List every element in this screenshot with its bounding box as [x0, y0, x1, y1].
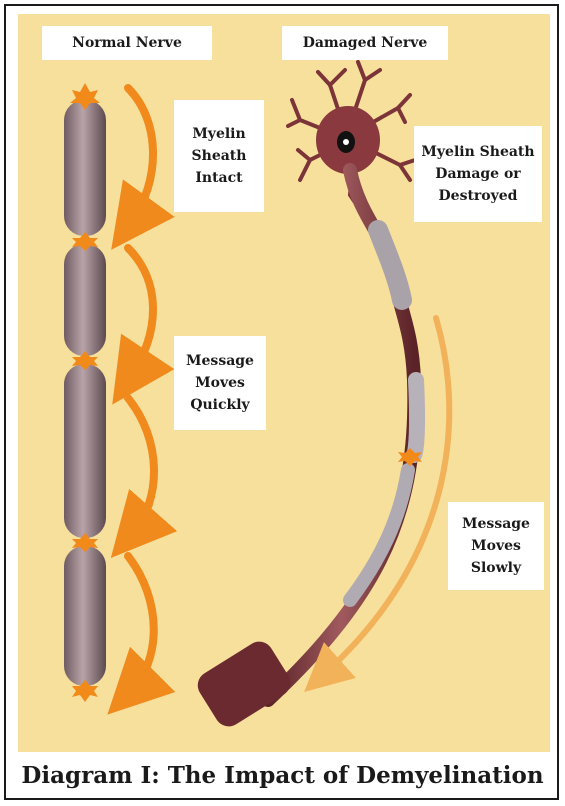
fast-signal-arrows	[128, 88, 154, 692]
myelin-damaged-label: Myelin Sheath Damage or Destroyed	[414, 126, 542, 222]
fast-arrow	[128, 88, 153, 224]
axon-terminal	[192, 636, 295, 731]
normal-nerve-label: Normal Nerve	[42, 26, 212, 60]
myelin-intact-label: Myelin Sheath Intact	[174, 100, 264, 212]
myelin-segment	[64, 100, 106, 236]
damaged-myelin-segment	[414, 380, 417, 455]
damaged-nerve-label: Damaged Nerve	[282, 26, 448, 60]
normal-nerve	[64, 83, 106, 702]
myelin-segment	[64, 244, 106, 356]
nucleolus-icon	[343, 139, 349, 145]
myelin-segment	[64, 546, 106, 686]
fast-arrow	[128, 556, 154, 692]
message-quickly-label: Message Moves Quickly	[174, 336, 266, 430]
message-slowly-label: Message Moves Slowly	[448, 502, 544, 590]
figure-caption: Diagram I: The Impact of Demyelination	[8, 762, 557, 789]
fast-arrow	[128, 248, 153, 378]
damaged-myelin-segment	[378, 230, 402, 300]
myelin-segment	[64, 364, 106, 538]
fast-arrow	[128, 398, 154, 534]
